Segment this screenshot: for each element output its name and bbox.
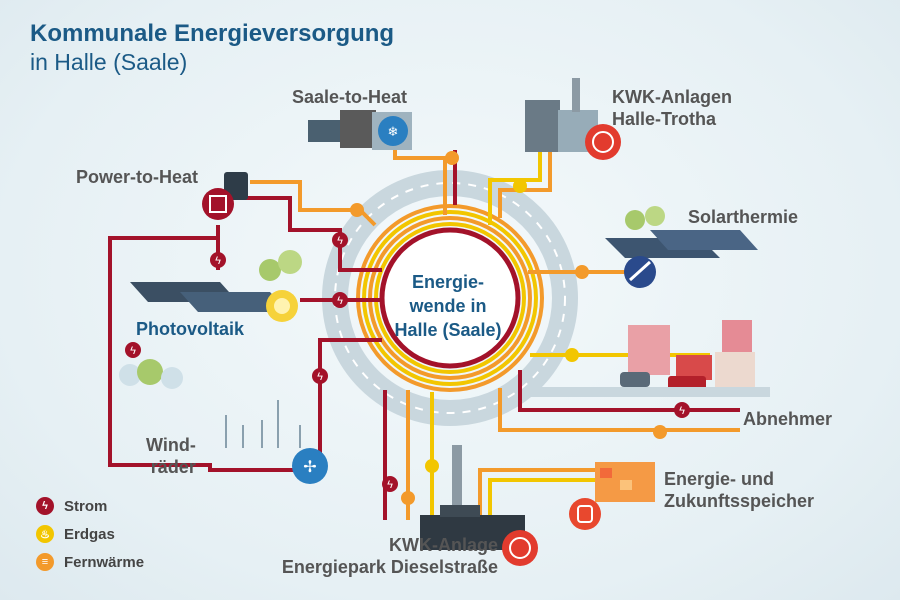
legend-label-fernwaerme: Fernwärme xyxy=(64,553,145,571)
legend-label-erdgas: Erdgas xyxy=(64,525,115,543)
wind-turbines xyxy=(225,400,301,448)
svg-text:ϟ: ϟ xyxy=(387,479,393,491)
title-line2: in Halle (Saale) xyxy=(30,49,188,75)
label-speicher: Energie- und Zukunftsspeicher xyxy=(664,469,815,511)
flame-icon: ♨ xyxy=(36,525,54,543)
svg-text:ϟ: ϟ xyxy=(679,405,685,417)
svg-text:ϟ: ϟ xyxy=(130,345,136,357)
wind-icon-circle: ✢ xyxy=(292,448,328,484)
photovoltaik-panels xyxy=(130,250,302,322)
trees-left xyxy=(119,359,183,389)
kwk-diesel-plant xyxy=(420,445,538,566)
label-kwk-trotha: KWK-Anlagen Halle-Trotha xyxy=(612,87,732,129)
kwk-trotha-plant xyxy=(525,78,621,160)
page-title: Kommunale Energieversorgung in Halle (Sa… xyxy=(30,20,394,76)
heat-radiator-icon: ≡ xyxy=(36,553,54,571)
strom-markers: ϟ ϟ ϟ ϟ ϟ ϟ ϟ xyxy=(125,232,690,492)
label-saale-to-heat: Saale-to-Heat xyxy=(292,87,408,107)
svg-text:✢: ✢ xyxy=(303,459,316,476)
legend-item-erdgas: ♨ Erdgas xyxy=(36,520,144,548)
fernwaerme-markers xyxy=(350,151,667,505)
legend-item-fernwaerme: ≡ Fernwärme xyxy=(36,548,144,576)
speicher-tank xyxy=(569,462,655,530)
title-line1: Kommunale Energieversorgung xyxy=(30,20,395,47)
label-solarthermie: Solarthermie xyxy=(688,207,799,227)
strom-lines xyxy=(108,150,740,520)
abnehmer-buildings xyxy=(530,320,770,397)
legend: ϟ Strom ♨ Erdgas ≡ Fernwärme xyxy=(36,492,144,576)
legend-item-strom: ϟ Strom xyxy=(36,492,144,520)
svg-text:ϟ: ϟ xyxy=(337,295,343,307)
label-abnehmer: Abnehmer xyxy=(743,409,833,429)
label-power-to-heat: Power-to-Heat xyxy=(76,167,199,187)
svg-text:ϟ: ϟ xyxy=(215,255,221,267)
saale-to-heat-plant: ❄ xyxy=(308,110,412,150)
center-label: Energie- wende in Halle (Saale) xyxy=(394,272,502,340)
solarthermie-panels xyxy=(605,206,758,288)
lightning-icon: ϟ xyxy=(36,497,54,515)
label-windraeder: Wind- räder xyxy=(146,435,196,477)
legend-label-strom: Strom xyxy=(64,497,108,515)
svg-text:ϟ: ϟ xyxy=(317,371,323,383)
power-to-heat-unit xyxy=(202,172,248,220)
erdgas-lines xyxy=(430,150,710,520)
svg-text:ϟ: ϟ xyxy=(337,235,343,247)
erdgas-markers xyxy=(425,179,579,473)
label-kwk-diesel: KWK-Anlage Energiepark Dieselstraße xyxy=(281,535,498,577)
svg-text:❄: ❄ xyxy=(388,124,399,139)
label-photovoltaik: Photovoltaik xyxy=(136,319,245,339)
